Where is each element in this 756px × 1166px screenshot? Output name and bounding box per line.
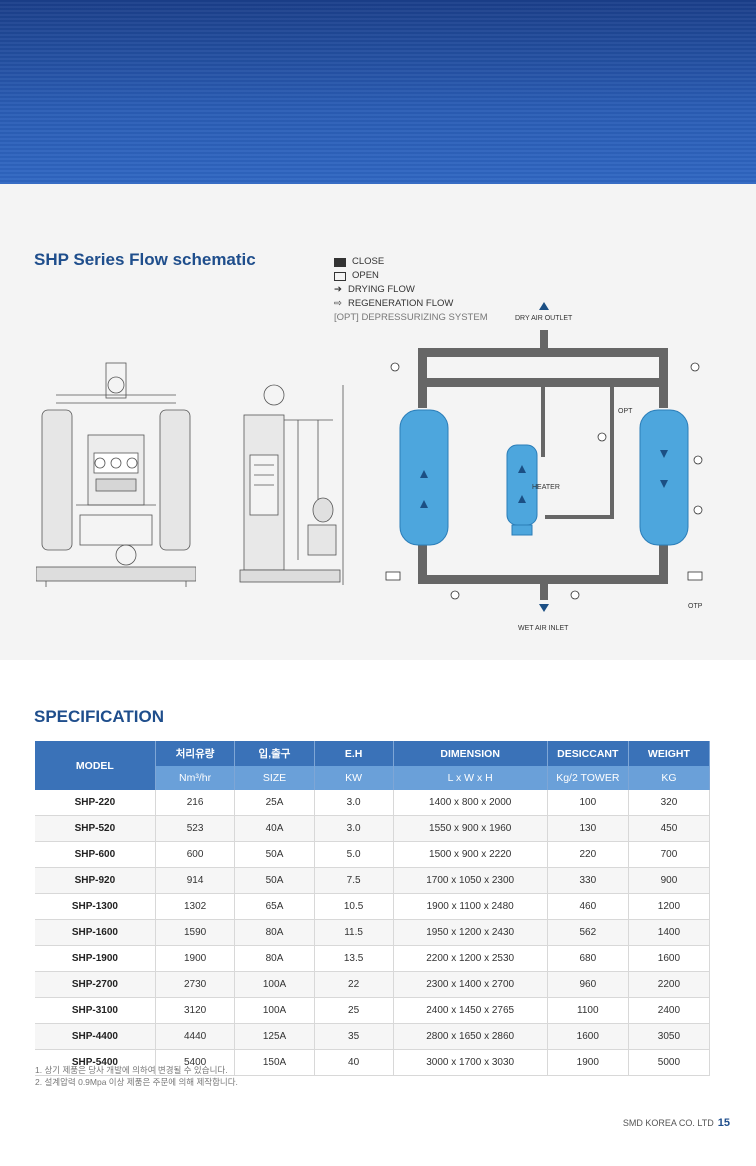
flow-schematic-title: SHP Series Flow schematic (34, 250, 256, 269)
legend-drying: ➔DRYING FLOW (334, 284, 415, 295)
legend-open: OPEN (334, 269, 488, 283)
company-name: SMD KOREA CO. LTD (622, 1118, 714, 1128)
unit-dimension: L x W x H (393, 766, 548, 790)
legend-regen: ⇨REGENERATION FLOW (334, 298, 454, 309)
unit-desiccant: Kg/2 TOWER (547, 766, 629, 790)
solid-arrow-icon: ➔ (334, 284, 342, 295)
header-desiccant: DESICCANT (547, 741, 629, 766)
machine-side-view-drawing (239, 384, 344, 585)
unit-eh: KW (314, 766, 394, 790)
unit-flow: Nm³/hr (155, 766, 236, 790)
specification-table: MODEL 처리유량 입,출구 E.H DIMENSION DESICCANT … (35, 741, 711, 1076)
legend-opt: [OPT] DEPRESSURIZING SYSTEM (334, 312, 488, 323)
close-swatch (334, 257, 346, 267)
header-flow: 처리유량 (155, 741, 236, 766)
opt-label: OPT (618, 408, 633, 415)
bottom-pipe (418, 575, 668, 584)
header-weight: WEIGHT (628, 741, 711, 766)
note-2: 2. 설계압력 0.9Mpa 이상 제품은 주문에 의해 제작합니다. (35, 1077, 238, 1087)
flow-schematic-diagram: DRY AIR OUTLET WET AIR INLET HEATER OPT … (385, 302, 703, 632)
open-swatch (334, 271, 346, 281)
unit-weight: KG (628, 766, 711, 790)
header-dimension: DIMENSION (393, 741, 548, 766)
header-eh: E.H (314, 741, 394, 766)
flow-legend: CLOSE OPEN ➔DRYING FLOW ⇨REGENERATION FL… (334, 255, 488, 325)
hollow-arrow-icon: ⇨ (334, 298, 342, 309)
header-size: 입,출구 (234, 741, 315, 766)
spec-notes: 1. 상기 제품은 당사 개발에 의하여 변경될 수 있습니다. 2. 설계압력… (35, 1064, 238, 1088)
otp-label: OTP (688, 603, 703, 610)
wet-air-inlet-label: WET AIR INLET (518, 625, 569, 632)
heater-label: HEATER (532, 484, 560, 491)
top-pipe-upper (418, 348, 668, 357)
header-model: MODEL (35, 741, 156, 790)
header-banner (0, 0, 756, 184)
note-1: 1. 상기 제품은 당사 개발에 의하여 변경될 수 있습니다. (35, 1065, 228, 1075)
right-tower (639, 409, 689, 546)
dry-air-outlet-label: DRY AIR OUTLET (515, 315, 573, 322)
specification-title: SPECIFICATION (34, 707, 165, 726)
legend-close: CLOSE (334, 255, 488, 269)
machine-front-view-drawing (36, 362, 196, 587)
unit-size: SIZE (234, 766, 315, 790)
page-number: 15 (717, 1117, 730, 1129)
